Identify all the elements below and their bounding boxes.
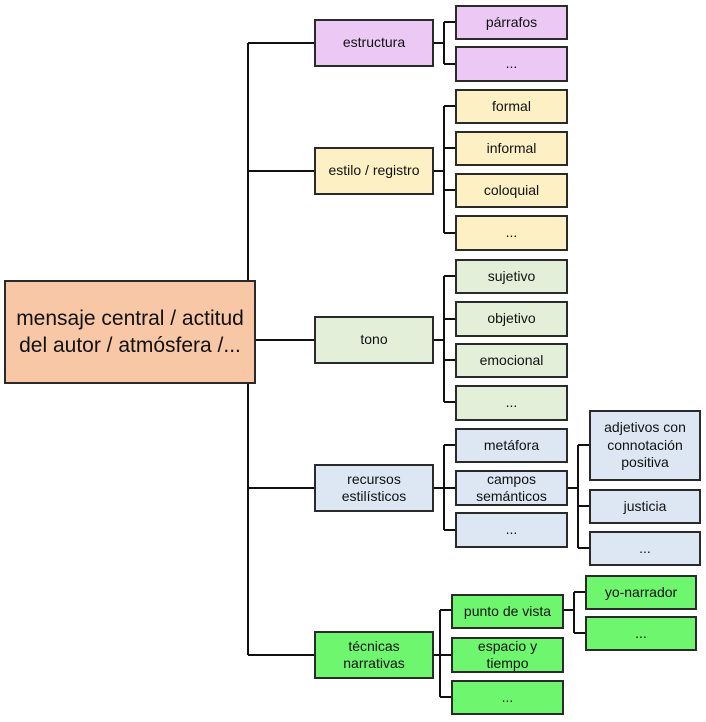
leaf-parrafos: párrafos <box>455 5 568 40</box>
leaf-punto-vista-more: ... <box>585 616 697 651</box>
leaf-estructura-more: ... <box>455 46 568 82</box>
node-punto-de-vista: punto de vista <box>451 594 564 629</box>
branch-tecnicas-narrativas: técnicas narrativas <box>314 631 434 679</box>
node-campos-semanticos: campos semánticos <box>455 470 568 506</box>
leaf-sujetivo: sujetivo <box>455 259 568 294</box>
leaf-coloquial: coloquial <box>455 173 568 208</box>
leaf-metafora: metáfora <box>455 428 568 463</box>
leaf-tono-more: ... <box>455 385 568 421</box>
leaf-estilo-more: ... <box>455 215 568 251</box>
leaf-informal: informal <box>455 131 568 166</box>
connector <box>563 591 586 634</box>
connector <box>433 275 456 403</box>
leaf-espacio-tiempo: espacio y tiempo <box>451 637 564 673</box>
leaf-emocional: emocional <box>455 343 568 378</box>
leaf-formal: formal <box>455 89 568 124</box>
connector <box>433 21 456 65</box>
leaf-adjetivos-connotacion: adjetivos con connotación positiva <box>589 410 701 481</box>
connector <box>433 444 456 531</box>
leaf-tecnicas-more: ... <box>451 680 564 715</box>
leaf-yo-narrador: yo-narrador <box>585 575 697 610</box>
leaf-campos-more: ... <box>589 531 701 566</box>
leaf-recursos-more: ... <box>455 512 568 548</box>
branch-recursos-estilisticos: recursos estilísticos <box>314 464 434 512</box>
connector <box>247 42 315 656</box>
connector <box>433 105 456 234</box>
connector <box>567 444 590 549</box>
branch-estilo-registro: estilo / registro <box>314 147 434 195</box>
branch-tono: tono <box>314 316 434 364</box>
root-node: mensaje central / actitud del autor / at… <box>4 280 256 384</box>
leaf-objetivo: objetivo <box>455 301 568 337</box>
connector <box>433 609 452 698</box>
branch-estructura: estructura <box>314 19 434 67</box>
leaf-justicia: justicia <box>589 489 701 524</box>
